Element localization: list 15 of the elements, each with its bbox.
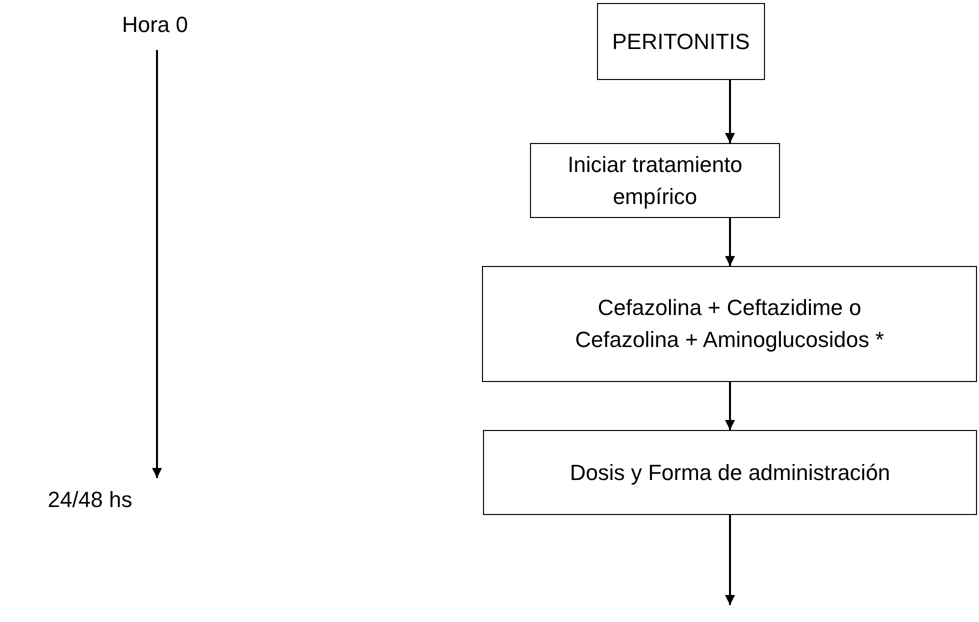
arrow — [725, 382, 735, 430]
process-box — [482, 266, 977, 382]
time-label: 24/48 hs — [20, 485, 160, 515]
box-text: Cefazolina + Ceftazidime o Cefazolina + Aminoglucosidos * — [574, 294, 885, 354]
arrow — [725, 515, 735, 605]
arrow — [725, 80, 735, 143]
box-text: PERITONITIS — [612, 28, 750, 56]
process-box — [483, 430, 977, 515]
process-box — [530, 143, 780, 218]
box-text: Iniciar tratamiento empírico — [566, 150, 744, 211]
process-box — [597, 3, 765, 80]
time-label: Hora 0 — [100, 10, 210, 40]
arrow — [725, 218, 735, 266]
arrow — [152, 50, 162, 478]
box-text: Dosis y Forma de administración — [570, 458, 890, 487]
